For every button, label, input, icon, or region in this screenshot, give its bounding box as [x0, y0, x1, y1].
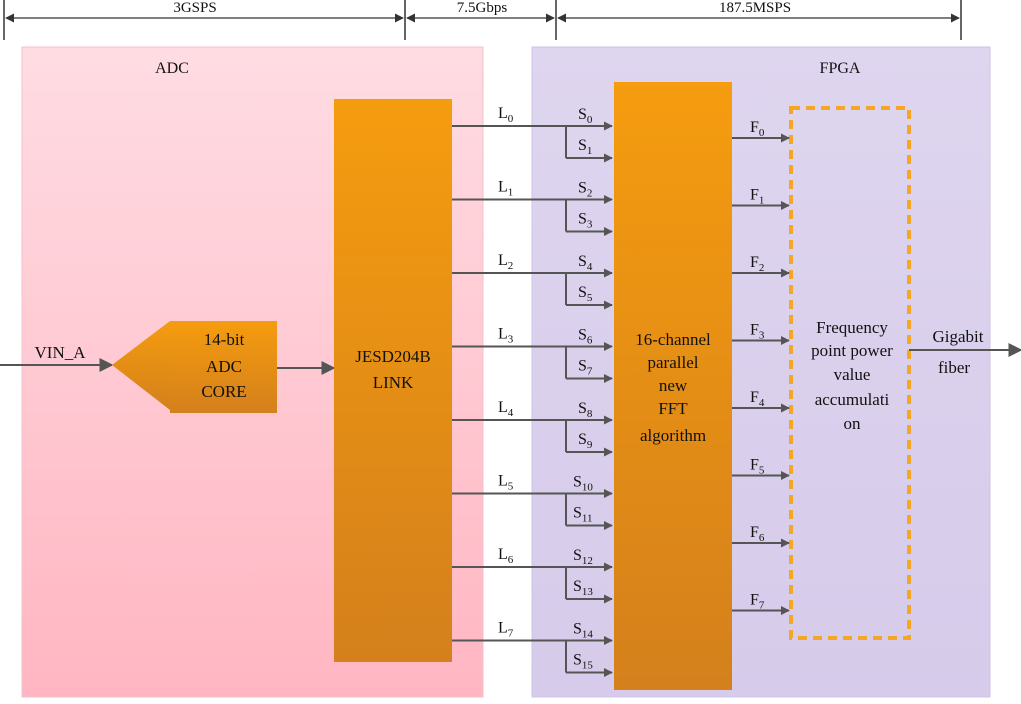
stream-label: S3	[578, 211, 593, 231]
stream-label: S14	[573, 621, 593, 641]
output-label: F4	[750, 389, 765, 409]
stream-label: S1	[578, 137, 592, 157]
fft-output-4: F4	[732, 389, 790, 413]
rate-scale: 3GSPS 7.5Gbps 187.5MSPS	[3, 0, 962, 40]
lane-label: L7	[498, 620, 514, 640]
stream-label: S12	[573, 547, 593, 567]
lane-label: L0	[498, 105, 514, 125]
stream-label: S15	[573, 652, 593, 672]
adc-rate-label: 3GSPS	[173, 0, 216, 16]
fft-output-6: F6	[732, 524, 790, 548]
fft-output-0: F0	[732, 119, 790, 143]
accum-label-1: Frequency	[816, 318, 888, 337]
fft-output-2: F2	[732, 254, 790, 278]
stream-label: S6	[578, 327, 593, 347]
output-label: F6	[750, 524, 765, 544]
adc-core-triangle	[112, 321, 170, 410]
lane-label: L4	[498, 399, 514, 419]
lane-label: L1	[498, 179, 513, 199]
output-label: F3	[750, 322, 765, 342]
stream-label: S4	[578, 253, 593, 273]
stream-label: S5	[578, 284, 593, 304]
accum-label-2: point power	[811, 341, 893, 360]
lane-label: L6	[498, 546, 514, 566]
accumulation-block	[789, 106, 911, 640]
adc-core-label-1: 14-bit	[204, 330, 245, 349]
output-label-2: fiber	[938, 358, 970, 377]
stream-label: S2	[578, 180, 592, 200]
input-label: VIN_A	[35, 343, 87, 362]
adc-title: ADC	[155, 60, 189, 77]
stream-label: S13	[573, 578, 593, 598]
output-label: F5	[750, 457, 765, 477]
stream-label: S8	[578, 400, 593, 420]
adc-core-label-3: CORE	[201, 382, 246, 401]
link-label-1: JESD204B	[355, 347, 431, 366]
accum-label-3: value	[834, 365, 871, 384]
fpga-rate-label: 187.5MSPS	[719, 0, 791, 16]
output-label: F0	[750, 119, 765, 139]
fft-label-1: 16-channel	[635, 330, 711, 349]
output-label: F7	[750, 592, 765, 612]
accum-label-5: on	[844, 414, 862, 433]
fft-block	[614, 82, 732, 690]
output-label: F1	[750, 187, 764, 207]
stream-label: S11	[573, 505, 593, 525]
fft-label-5: algorithm	[640, 426, 706, 445]
fpga-title: FPGA	[820, 60, 861, 77]
stream-label: S0	[578, 106, 593, 126]
accum-label-4: accumulati	[815, 390, 890, 409]
jesd204b-link-block	[334, 99, 452, 662]
link-label-2: LINK	[373, 373, 414, 392]
fft-label-4: FFT	[658, 399, 688, 418]
fft-label-3: new	[659, 376, 688, 395]
link-rate-label: 7.5Gbps	[457, 0, 508, 16]
stream-label: S10	[573, 474, 593, 494]
fft-label-2: parallel	[648, 353, 699, 372]
fft-output-7: F7	[732, 592, 790, 615]
stream-label: S7	[578, 358, 593, 378]
fft-output-5: F5	[732, 457, 790, 480]
stream-label: S9	[578, 431, 593, 451]
adc-core-label-2: ADC	[206, 357, 242, 376]
lane-label: L5	[498, 473, 514, 493]
fft-output-1: F1	[732, 187, 790, 210]
output-label: F2	[750, 254, 764, 274]
lane-label: L3	[498, 326, 514, 346]
lane-label: L2	[498, 252, 513, 272]
fft-output-3: F3	[732, 322, 790, 345]
adc-core-block	[170, 321, 277, 413]
output-label-1: Gigabit	[933, 327, 984, 346]
